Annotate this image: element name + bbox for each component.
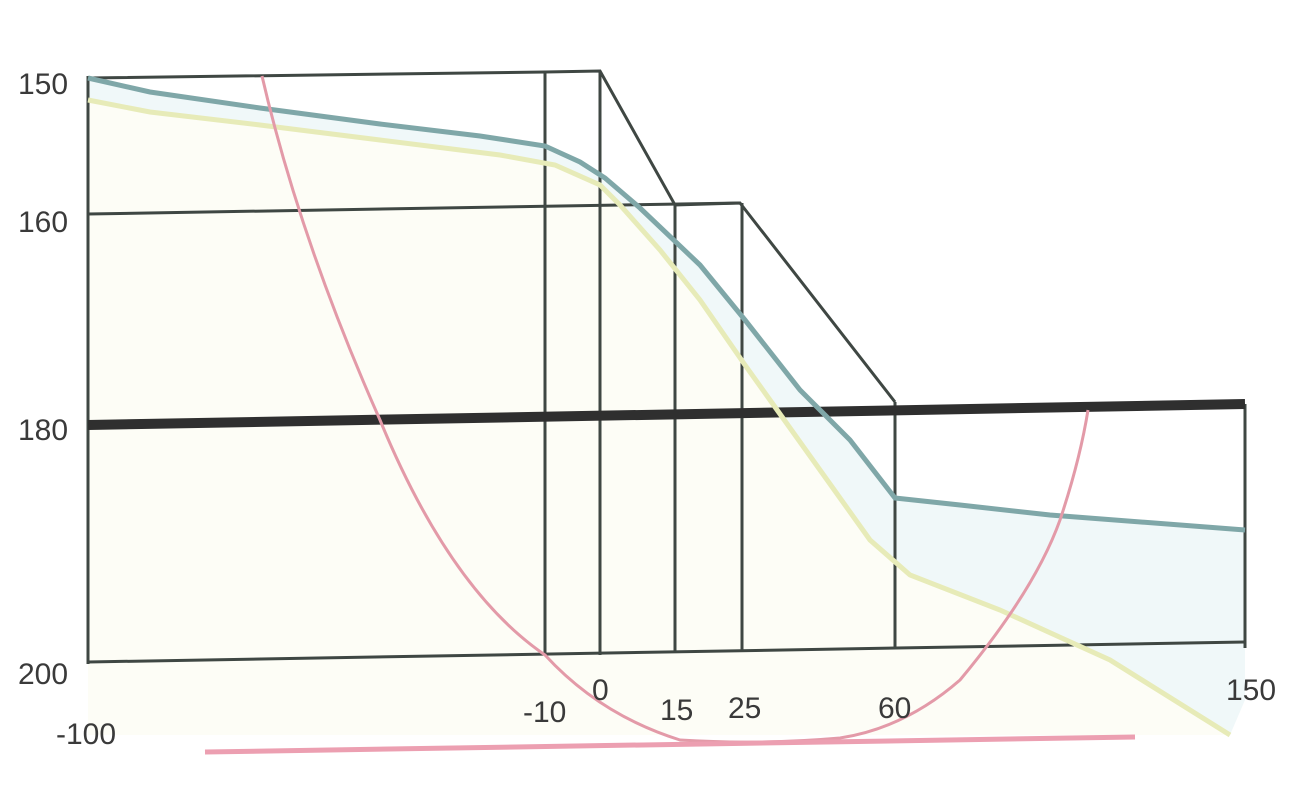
- bottom-line-200: [87, 640, 1246, 664]
- x-label-0: 0: [592, 674, 609, 707]
- y-label-150: 150: [18, 68, 68, 101]
- x-label-25: 25: [728, 692, 761, 725]
- yellow-curve: [87, 97, 1232, 738]
- y-label-200: 200: [18, 658, 68, 691]
- x-label-15: 15: [660, 694, 693, 727]
- x-label-150: 150: [1226, 674, 1276, 707]
- pink-arc: [260, 75, 1090, 744]
- blue-curve: [87, 75, 1246, 533]
- x-label-60: 60: [878, 692, 911, 725]
- line-160: [87, 201, 741, 216]
- blue-band-fill: [88, 78, 1245, 735]
- frame-lines: [86, 69, 1247, 664]
- y-label-160: 160: [18, 206, 68, 239]
- x-label-neg10: -10: [523, 696, 566, 729]
- pink-base-line: [204, 734, 1136, 755]
- x-label-neg100: -100: [56, 718, 116, 751]
- y-label-180: 180: [18, 414, 68, 447]
- thick-line-180: [87, 399, 1246, 430]
- top-band-line: [87, 69, 897, 403]
